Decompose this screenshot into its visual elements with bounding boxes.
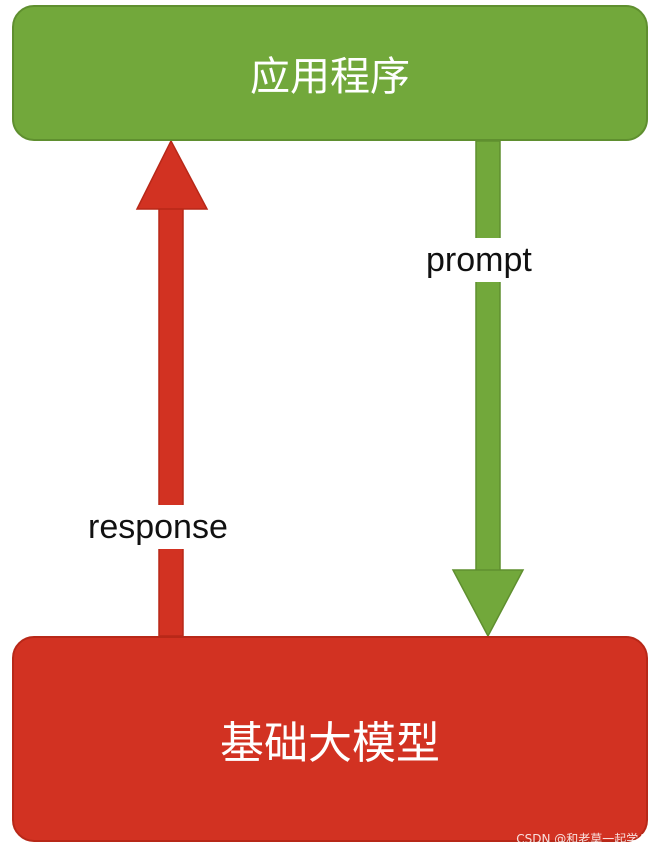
prompt-label: prompt — [422, 238, 536, 282]
response-arrow — [135, 139, 209, 637]
prompt-arrow — [451, 140, 525, 638]
watermark: CSDN @和老莫一起学AI — [516, 832, 650, 846]
foundation-model-box: 基础大模型 — [12, 636, 648, 842]
application-box: 应用程序 — [12, 5, 648, 141]
foundation-model-label: 基础大模型 — [220, 718, 440, 769]
application-label: 应用程序 — [250, 54, 410, 100]
response-label: response — [84, 505, 232, 549]
